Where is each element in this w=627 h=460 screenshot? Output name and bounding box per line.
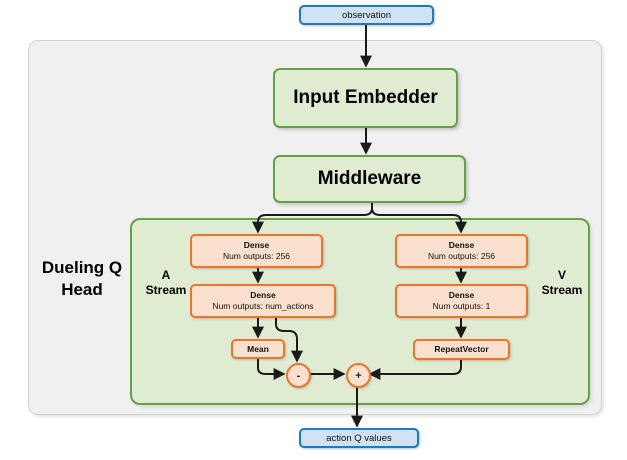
observation-label: observation — [341, 9, 392, 21]
observation-node: observation — [299, 5, 434, 25]
v-stream-dense-2-title: Dense — [448, 290, 475, 300]
a-stream-dense-2-title: Dense — [250, 290, 276, 300]
middleware-node: Middleware — [273, 155, 466, 203]
a-stream-dense-1-title: Dense — [243, 240, 270, 250]
v-stream-label: V Stream — [534, 268, 590, 298]
v-stream-dense-1-node: Dense Num outputs: 256 — [395, 234, 528, 268]
middleware-label: Middleware — [317, 168, 422, 189]
dueling-q-head-title-line1: Dueling Q — [41, 258, 123, 277]
a-stream-dense-2-node: Dense Num outputs: num_actions — [190, 284, 336, 318]
a-stream-dense-2-subtitle: Num outputs: num_actions — [212, 301, 314, 311]
v-stream-dense-2-node: Dense Num outputs: 1 — [395, 284, 528, 318]
a-stream-label-line2: Stream — [145, 283, 187, 297]
action-q-values-label: action Q values — [326, 432, 392, 444]
v-stream-dense-1-subtitle: Num outputs: 256 — [427, 251, 496, 261]
v-stream-label-line1: V — [557, 268, 566, 282]
repeat-vector-label: RepeatVector — [434, 344, 489, 354]
mean-label: Mean — [247, 343, 269, 354]
a-stream-label-line1: A — [161, 268, 171, 282]
repeat-vector-node: RepeatVector — [413, 339, 510, 360]
v-stream-dense-2-subtitle: Num outputs: 1 — [432, 301, 491, 311]
subtract-operator-icon: - — [286, 363, 311, 388]
a-stream-label: A Stream — [140, 268, 192, 298]
dueling-q-head-title: Dueling Q Head — [33, 257, 131, 301]
add-operator-icon: + — [346, 363, 371, 388]
a-stream-dense-1-node: Dense Num outputs: 256 — [190, 234, 323, 268]
a-stream-dense-1-subtitle: Num outputs: 256 — [222, 251, 291, 261]
action-q-values-node: action Q values — [299, 428, 419, 448]
v-stream-label-line2: Stream — [541, 283, 583, 297]
input-embedder-node: Input Embedder — [273, 68, 458, 128]
dueling-q-head-title-line2: Head — [61, 280, 103, 299]
input-embedder-label: Input Embedder — [293, 87, 438, 108]
v-stream-dense-1-title: Dense — [448, 240, 475, 250]
mean-node: Mean — [231, 339, 285, 359]
subtract-operator-label: - — [296, 369, 301, 382]
add-operator-label: + — [355, 369, 362, 382]
